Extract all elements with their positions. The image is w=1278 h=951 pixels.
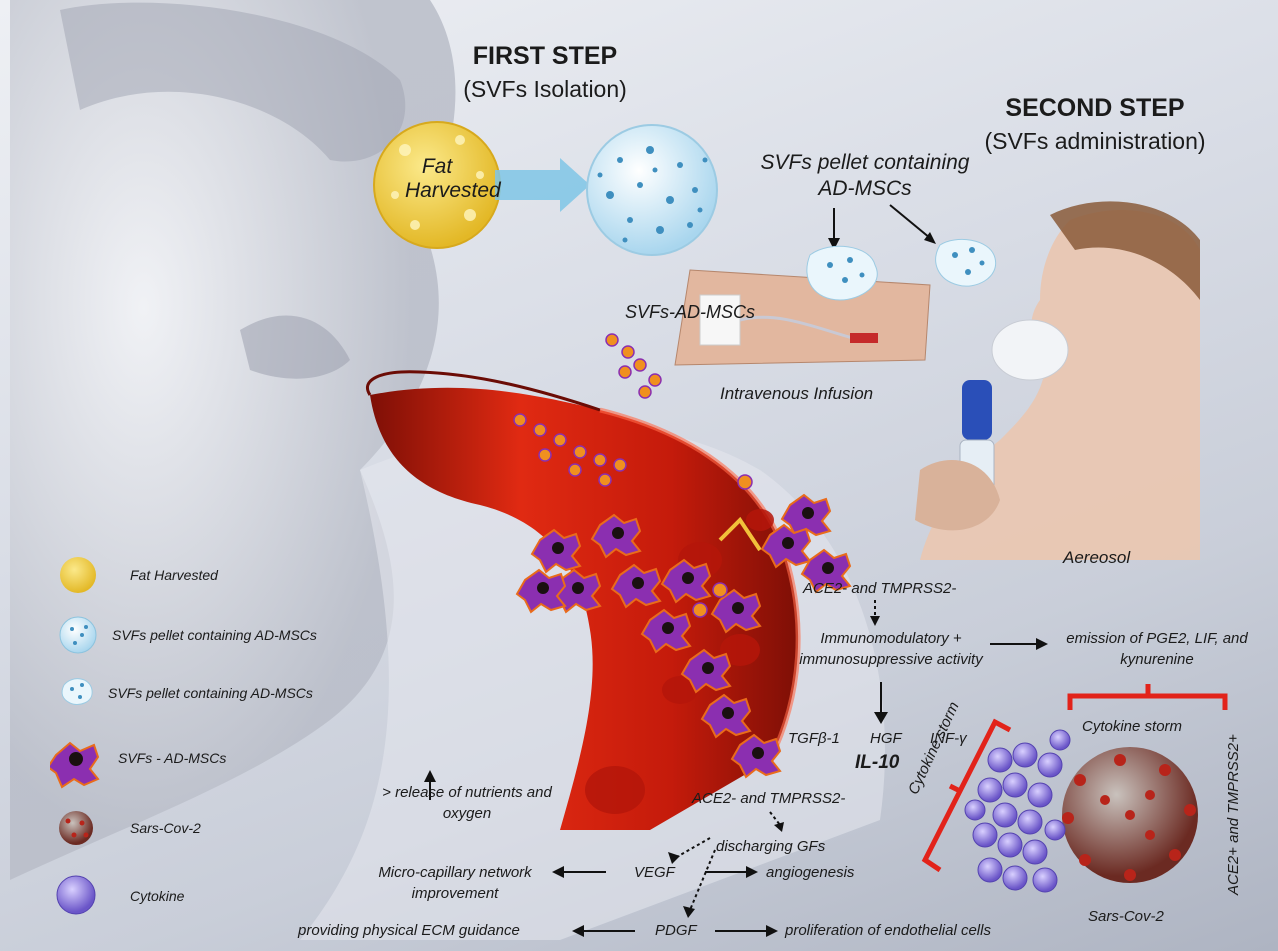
cytokine-storm-bracket-top [1070, 684, 1225, 710]
legend-label-cytokine: Cytokine [130, 888, 184, 904]
fat-icon [60, 557, 96, 593]
legend: Fat Harvested SVFs pellet containing AD-… [50, 555, 390, 925]
legend-label-pellet: SVFs pellet containing AD-MSCs [112, 627, 317, 643]
cytokine-storm-top-label: Cytokine storm [1082, 718, 1182, 735]
pellet-icon [60, 617, 96, 653]
sars-cov-2-label: Sars-Cov-2 [1088, 908, 1164, 925]
virus-icon [59, 811, 93, 845]
cytokine-icon [57, 876, 95, 914]
legend-label-sars: Sars-Cov-2 [130, 820, 201, 836]
virus-particle [1062, 747, 1198, 883]
legend-label-fat: Fat Harvested [130, 567, 218, 583]
legend-icons [50, 555, 390, 925]
legend-label-cells: SVFs - AD-MSCs [118, 750, 226, 766]
legend-label-pellet-small: SVFs pellet containing AD-MSCs [108, 685, 313, 701]
pellet-small-icon [62, 679, 92, 705]
ace2-positive-label: ACE2+ and TMPRSS2+ [1225, 734, 1242, 895]
